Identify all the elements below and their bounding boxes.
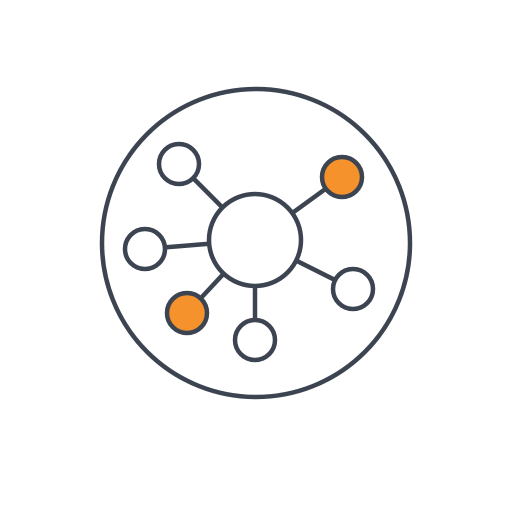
outer-ring <box>99 86 413 400</box>
satellite-node-bottom-left <box>164 290 210 336</box>
satellite-node-top-right <box>319 154 365 200</box>
edge-satellite-node-right <box>293 258 338 283</box>
central-hub-node <box>206 191 304 289</box>
edges <box>162 175 338 323</box>
satellite-node-bottom <box>232 317 278 363</box>
edge-satellite-node-left <box>162 241 212 250</box>
edge-satellite-node-top-right <box>290 186 329 216</box>
satellite-node-left <box>122 226 168 272</box>
edge-satellite-node-bottom-left <box>198 271 226 301</box>
satellite-nodes <box>122 141 376 363</box>
edge-satellite-node-top-left <box>190 175 225 210</box>
satellite-node-right <box>330 266 376 312</box>
satellite-node-top-left <box>156 141 202 187</box>
